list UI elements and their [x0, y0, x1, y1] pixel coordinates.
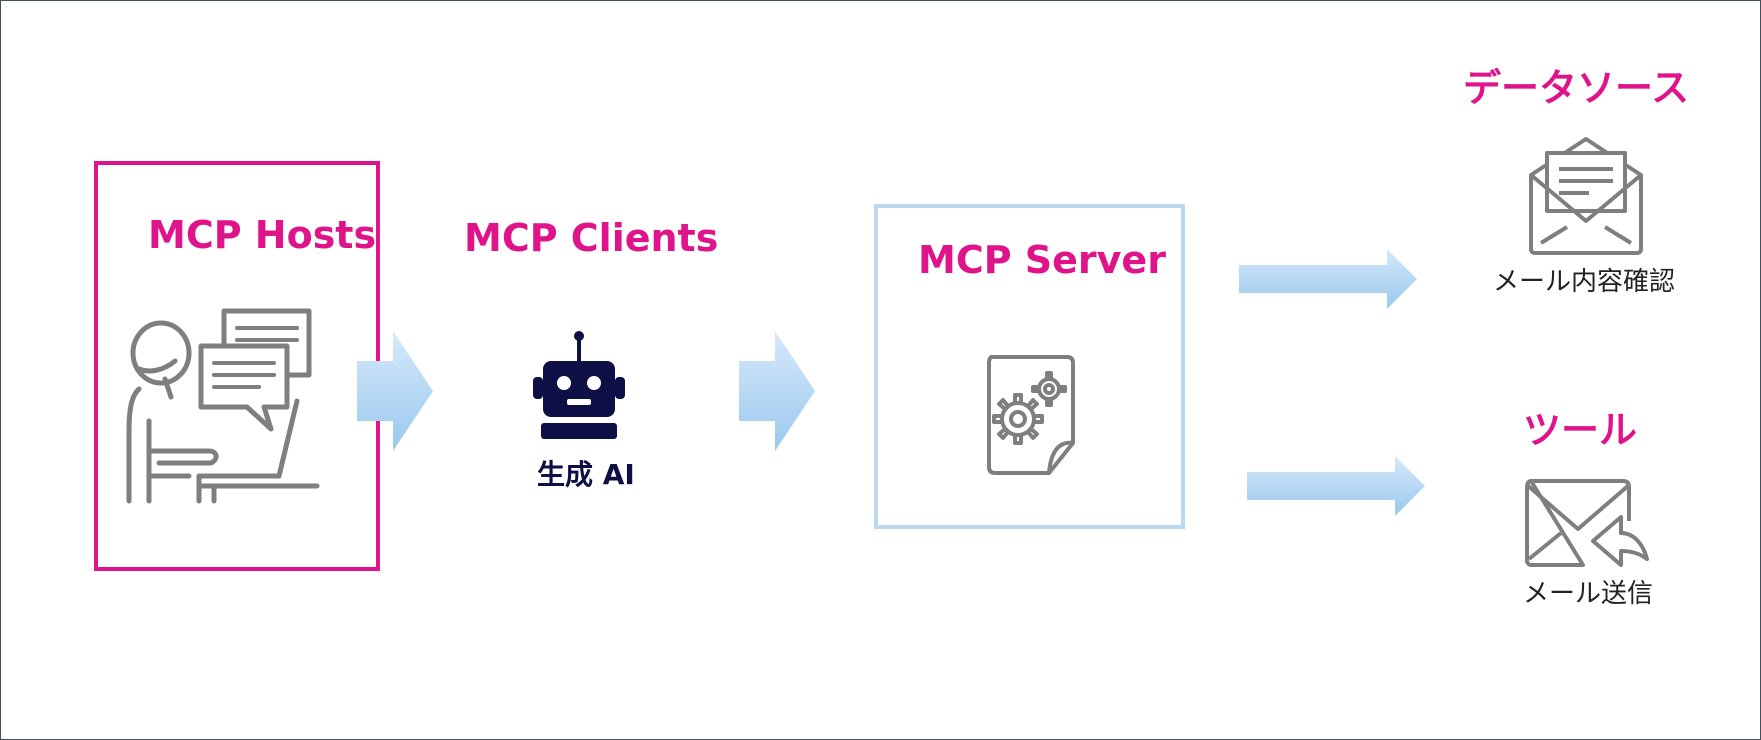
arrow-hosts-to-clients — [357, 331, 433, 451]
robot-label: 生成 AI — [537, 458, 635, 491]
send-mail-icon — [1523, 477, 1653, 573]
arrow-server-to-datasource — [1239, 249, 1417, 309]
arrow-clients-to-server — [739, 331, 815, 451]
hosts-title: MCP Hosts — [148, 213, 377, 257]
open-envelope-icon — [1527, 135, 1645, 257]
server-title: MCP Server — [918, 238, 1166, 282]
tool-caption: メール送信 — [1523, 579, 1654, 609]
person-at-laptop-icon — [119, 301, 324, 511]
clients-title: MCP Clients — [464, 216, 719, 260]
datasource-title: データソース — [1463, 66, 1690, 110]
tool-title: ツール — [1523, 408, 1638, 452]
arrow-server-to-tool — [1247, 456, 1425, 516]
datasource-caption: メール内容確認 — [1493, 267, 1676, 297]
gear-document-icon — [981, 353, 1081, 478]
server-box — [874, 204, 1185, 529]
robot-icon — [529, 329, 629, 441]
